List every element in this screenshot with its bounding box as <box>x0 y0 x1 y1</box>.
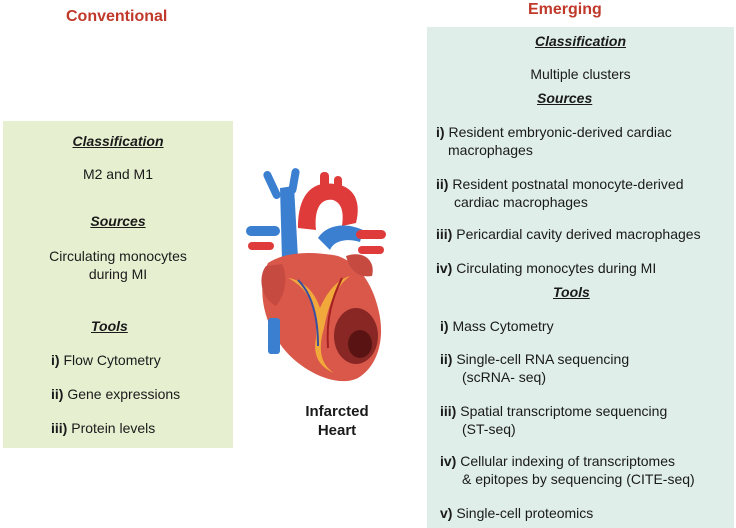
emer-tool-line2: (scRNA- seq) <box>462 369 547 385</box>
emer-tool-line1: Spatial transcriptome sequencing <box>460 403 668 419</box>
conv-tool-item: iii) Protein levels <box>51 419 155 437</box>
emer-tool-num: i) <box>440 318 449 334</box>
conv-sources-line1: Circulating monocytes <box>49 248 187 264</box>
conv-tool-item: ii) Gene expressions <box>51 385 180 403</box>
emer-classification-value: Multiple clusters <box>530 66 631 82</box>
emer-source-item: iii) Pericardial cavity derived macropha… <box>436 225 701 243</box>
emer-source-line1: Pericardial cavity derived macrophages <box>456 226 701 242</box>
emerging-panel: Classification Multiple clusters Sources… <box>427 27 734 528</box>
emer-tool-line1: Cellular indexing of transcriptomes <box>460 453 675 469</box>
coronary-vessel <box>326 277 343 349</box>
emer-tool-line1: Single-cell proteomics <box>456 505 594 521</box>
emer-tools-title: Tools <box>553 284 590 300</box>
emer-classification-title: Classification <box>534 33 627 49</box>
emer-source-line1: Circulating monocytes during MI <box>456 260 657 276</box>
inferior-vena-cava <box>268 318 280 354</box>
emer-source-num: i) <box>436 124 445 140</box>
pulmonary-branch <box>356 230 386 239</box>
emer-tool-line2: (ST-seq) <box>462 421 516 437</box>
conv-tools-title: Tools <box>91 318 128 334</box>
emer-tool-line2: & epitopes by sequencing (CITE-seq) <box>462 471 695 487</box>
emer-source-line1: Resident postnatal monocyte-derived <box>452 176 684 192</box>
emer-sources-title: Sources <box>537 90 593 106</box>
emer-tool-item: v) Single-cell proteomics <box>440 504 593 522</box>
aorta-branch <box>334 176 342 194</box>
pulmonary-artery <box>318 225 363 250</box>
emer-source-item: i) Resident embryonic-derived cardiac ma… <box>436 123 672 159</box>
coronary-vessel <box>297 279 319 347</box>
heart-label-line1: Infarcted <box>305 403 369 420</box>
left-atrium <box>346 254 373 277</box>
infarct-core <box>348 330 372 358</box>
infarcted-heart-illustration <box>246 168 386 382</box>
emer-tool-num: iii) <box>440 403 457 419</box>
emer-source-item: ii) Resident postnatal monocyte-derived … <box>436 175 683 211</box>
heart-label: Infarcted Heart <box>282 402 392 440</box>
emer-tool-item: iv) Cellular indexing of transcriptomes … <box>440 452 695 488</box>
pulmonary-branch <box>246 226 280 236</box>
conventional-panel: Classification M2 and M1 Sources Circula… <box>3 121 233 448</box>
emer-tool-item: ii) Single-cell RNA sequencing (scRNA- s… <box>440 350 629 386</box>
emerging-heading: Emerging <box>528 1 602 18</box>
emer-source-line2: cardiac macrophages <box>454 194 588 210</box>
heart-label-line2: Heart <box>317 422 357 439</box>
conv-tool-num: iii) <box>51 420 68 436</box>
conv-sources-value: Circulating monocytes during MI <box>3 247 233 283</box>
coronary-fat <box>288 276 350 373</box>
pulmonary-branch <box>358 246 384 254</box>
conv-classification-value: M2 and M1 <box>82 166 154 182</box>
conv-tool-item: i) Flow Cytometry <box>51 351 161 369</box>
emer-source-line1: Resident embryonic-derived cardiac <box>448 124 672 140</box>
aorta <box>298 183 358 230</box>
emer-source-num: ii) <box>436 176 449 192</box>
emer-tool-line1: Single-cell RNA sequencing <box>456 351 630 367</box>
conv-tool-text: Protein levels <box>71 420 156 436</box>
right-atrium <box>261 264 286 306</box>
emer-tool-item: i) Mass Cytometry <box>440 317 554 335</box>
vein-branch <box>288 168 300 194</box>
emer-source-line2: macrophages <box>448 142 533 158</box>
emer-tool-num: iv) <box>440 453 457 469</box>
emer-tool-item: iii) Spatial transcriptome sequencing (S… <box>440 402 667 438</box>
conv-sources-title: Sources <box>90 213 146 229</box>
aorta-branch <box>320 172 329 194</box>
emer-tool-num: ii) <box>440 351 453 367</box>
emer-tool-line1: Mass Cytometry <box>452 318 554 334</box>
conv-tool-num: ii) <box>51 386 64 402</box>
vena-cava <box>280 186 298 260</box>
conventional-heading: Conventional <box>66 8 168 25</box>
emer-tool-num: v) <box>440 505 453 521</box>
conv-tool-text: Flow Cytometry <box>63 352 161 368</box>
conv-classification-title: Classification <box>72 133 164 149</box>
conv-tool-num: i) <box>51 352 60 368</box>
emer-source-num: iii) <box>436 226 453 242</box>
conv-sources-line2: during MI <box>88 266 148 282</box>
conv-tool-text: Gene expressions <box>67 386 181 402</box>
emer-source-num: iv) <box>436 260 453 276</box>
pulmonary-branch <box>248 242 274 250</box>
vein-branch <box>263 171 281 199</box>
emer-source-item: iv) Circulating monocytes during MI <box>436 259 656 277</box>
